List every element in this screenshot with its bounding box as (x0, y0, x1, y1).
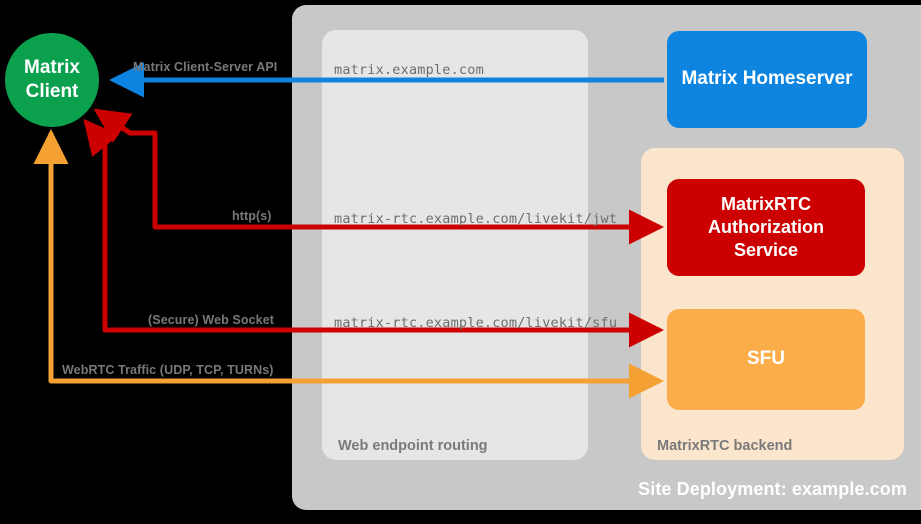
auth-service-line-3: Service (733, 240, 799, 261)
matrix-homeserver-url: matrix.example.com (334, 62, 484, 78)
auth-service-line-1: MatrixRTC (720, 193, 811, 214)
matrixrtc-backend-label: MatrixRTC backend (657, 438, 793, 454)
auth-service-line-2: Authorization (708, 216, 824, 237)
matrix-client-node[interactable]: Matrix Client (5, 33, 99, 127)
matrix-client-label-line-1: Matrix (24, 57, 80, 79)
matrix-client-label: Matrix Client (24, 56, 80, 104)
matrixrtc-authorization-service-box[interactable]: MatrixRTC Authorization Service (667, 179, 865, 276)
livekit-jwt-url: matrix-rtc.example.com/livekit/jwt (334, 211, 618, 227)
site-deployment-label: Site Deployment: example.com (638, 479, 907, 499)
https-label: http(s) (232, 209, 272, 223)
matrix-client-label-line-2: Client (25, 81, 79, 102)
matrixrtc-authorization-service-label: MatrixRTC Authorization Service (708, 193, 824, 262)
matrix-homeserver-box[interactable]: Matrix Homeserver (667, 31, 867, 128)
matrix-client-server-api-label: Matrix Client-Server API (133, 60, 278, 74)
web-endpoint-routing-label: Web endpoint routing (338, 438, 488, 454)
web-endpoint-routing-panel (322, 30, 588, 460)
sfu-label: SFU (747, 348, 785, 370)
livekit-sfu-url: matrix-rtc.example.com/livekit/sfu (334, 315, 618, 331)
matrix-homeserver-label: Matrix Homeserver (681, 68, 853, 90)
sfu-box[interactable]: SFU (667, 309, 865, 410)
secure-websocket-label: (Secure) Web Socket (148, 313, 275, 327)
webrtc-traffic-label: WebRTC Traffic (UDP, TCP, TURNs) (62, 363, 274, 377)
